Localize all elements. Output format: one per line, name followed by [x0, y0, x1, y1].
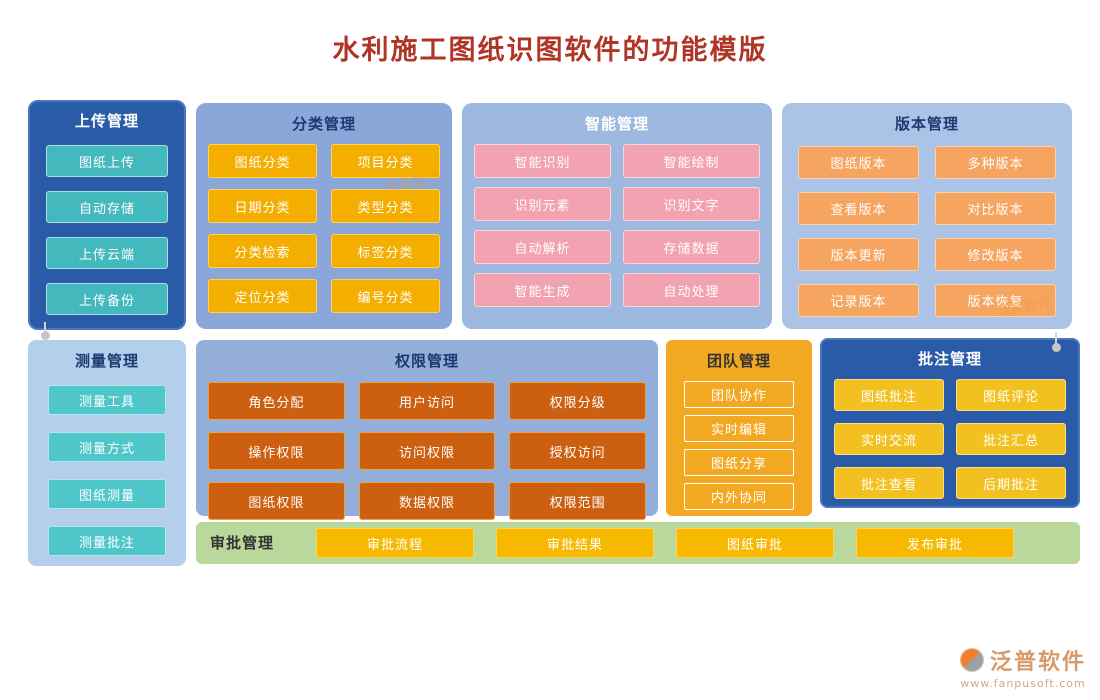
annotation-button[interactable]: 批注汇总 — [956, 423, 1066, 455]
classification-button[interactable]: 定位分类 — [208, 279, 317, 313]
team-button[interactable]: 团队协作 — [684, 381, 794, 408]
smart-button[interactable]: 识别文字 — [623, 187, 760, 221]
version-button-grid: 图纸版本 多种版本 查看版本 对比版本 版本更新 修改版本 记录版本 版本恢复 — [782, 132, 1072, 317]
panel-team-management: 团队管理 团队协作 实时编辑 图纸分享 内外协同 — [666, 340, 812, 516]
team-button[interactable]: 图纸分享 — [684, 449, 794, 476]
footer-brand-block: 泛普软件 www.fanpusoft.com — [959, 644, 1086, 690]
measurement-button-list: 测量工具 测量方式 图纸测量 测量批注 — [28, 369, 186, 556]
panel-permission-management: 权限管理 角色分配 用户访问 权限分级 操作权限 访问权限 授权访问 图纸权限 … — [196, 340, 658, 520]
measurement-button[interactable]: 测量工具 — [48, 385, 166, 415]
classification-button[interactable]: 图纸分类 — [208, 144, 317, 178]
upload-button[interactable]: 上传备份 — [46, 283, 168, 315]
permission-button[interactable]: 权限分级 — [509, 382, 646, 420]
measurement-panel-title: 测量管理 — [74, 352, 139, 370]
classification-button[interactable]: 标签分类 — [331, 234, 440, 268]
team-button[interactable]: 内外协同 — [684, 483, 794, 510]
upload-panel-title: 上传管理 — [74, 112, 139, 130]
permission-button-grid: 角色分配 用户访问 权限分级 操作权限 访问权限 授权访问 图纸权限 数据权限 … — [196, 369, 658, 520]
team-panel-title: 团队管理 — [706, 352, 771, 370]
approval-button[interactable]: 审批结果 — [496, 528, 655, 558]
version-button[interactable]: 图纸版本 — [798, 146, 919, 179]
version-button[interactable]: 记录版本 — [798, 284, 919, 317]
smart-button[interactable]: 识别元素 — [474, 187, 611, 221]
smart-panel-title: 智能管理 — [584, 115, 649, 133]
brand-name: 泛普软件 — [989, 650, 1086, 675]
brand-url: www.fanpusoft.com — [960, 677, 1086, 690]
smart-button[interactable]: 智能识别 — [474, 144, 611, 178]
annotation-button[interactable]: 实时交流 — [834, 423, 944, 455]
approval-button-row: 审批流程 审批结果 图纸审批 发布审批 — [316, 528, 1015, 558]
page-title: 水利施工图纸识图软件的功能模版 — [332, 35, 768, 66]
panel-classification-management: 分类管理 图纸分类 项目分类 日期分类 类型分类 分类检索 标签分类 定位分类 … — [196, 103, 452, 329]
version-panel-title: 版本管理 — [894, 115, 959, 133]
classification-button-grid: 图纸分类 项目分类 日期分类 类型分类 分类检索 标签分类 定位分类 编号分类 — [196, 132, 452, 313]
approval-panel-title: 审批管理 — [210, 533, 275, 552]
annotation-button[interactable]: 图纸批注 — [834, 379, 944, 411]
permission-button[interactable]: 操作权限 — [208, 432, 345, 470]
version-button[interactable]: 版本恢复 — [935, 284, 1056, 317]
classification-panel-title: 分类管理 — [291, 115, 356, 133]
team-button-list: 团队协作 实时编辑 图纸分享 内外协同 — [666, 369, 812, 510]
connector-dot — [41, 331, 50, 340]
panel-approval-management: 审批管理 审批流程 审批结果 图纸审批 发布审批 — [196, 522, 1080, 564]
annotation-button[interactable]: 批注查看 — [834, 467, 944, 499]
annotation-button-grid: 图纸批注 图纸评论 实时交流 批注汇总 批注查看 后期批注 — [820, 367, 1080, 499]
classification-button[interactable]: 编号分类 — [331, 279, 440, 313]
upload-button-list: 图纸上传 自动存储 上传云端 上传备份 — [28, 129, 186, 315]
permission-button[interactable]: 访问权限 — [358, 432, 496, 470]
classification-button[interactable]: 类型分类 — [331, 189, 440, 223]
measurement-button[interactable]: 图纸测量 — [48, 479, 166, 509]
annotation-panel-title: 批注管理 — [917, 350, 982, 368]
upload-button[interactable]: 自动存储 — [46, 191, 168, 223]
classification-button[interactable]: 日期分类 — [208, 189, 317, 223]
smart-button[interactable]: 自动解析 — [474, 230, 611, 264]
upload-button[interactable]: 上传云端 — [46, 237, 168, 269]
permission-button[interactable]: 数据权限 — [358, 482, 496, 520]
smart-button[interactable]: 存储数据 — [623, 230, 760, 264]
version-button[interactable]: 多种版本 — [935, 146, 1056, 179]
classification-button[interactable]: 项目分类 — [331, 144, 440, 178]
panel-version-management: 版本管理 图纸版本 多种版本 查看版本 对比版本 版本更新 修改版本 记录版本 … — [782, 103, 1072, 329]
approval-button[interactable]: 图纸审批 — [676, 528, 835, 558]
annotation-button[interactable]: 图纸评论 — [956, 379, 1066, 411]
version-button[interactable]: 查看版本 — [798, 192, 919, 225]
upload-button[interactable]: 图纸上传 — [46, 145, 168, 177]
permission-button[interactable]: 权限范围 — [509, 482, 646, 520]
measurement-button[interactable]: 测量批注 — [48, 526, 166, 556]
team-button[interactable]: 实时编辑 — [684, 415, 794, 442]
permission-button[interactable]: 用户访问 — [358, 382, 496, 420]
panel-smart-management: 智能管理 智能识别 智能绘制 识别元素 识别文字 自动解析 存储数据 智能生成 … — [462, 103, 772, 329]
version-button[interactable]: 修改版本 — [935, 238, 1056, 271]
smart-button[interactable]: 智能绘制 — [623, 144, 760, 178]
smart-button-grid: 智能识别 智能绘制 识别元素 识别文字 自动解析 存储数据 智能生成 自动处理 — [462, 132, 772, 307]
panel-upload-management: 上传管理 图纸上传 自动存储 上传云端 上传备份 — [28, 100, 186, 330]
smart-button[interactable]: 智能生成 — [474, 273, 611, 307]
permission-button[interactable]: 角色分配 — [208, 382, 345, 420]
panel-measurement-management: 测量管理 测量工具 测量方式 图纸测量 测量批注 — [28, 340, 186, 566]
classification-button[interactable]: 分类检索 — [208, 234, 317, 268]
fanpu-logo-icon — [959, 648, 984, 672]
approval-button[interactable]: 审批流程 — [316, 528, 475, 558]
smart-button[interactable]: 自动处理 — [623, 273, 760, 307]
panel-annotation-management: 批注管理 图纸批注 图纸评论 实时交流 批注汇总 批注查看 后期批注 — [820, 338, 1080, 508]
permission-panel-title: 权限管理 — [394, 352, 459, 370]
permission-button[interactable]: 图纸权限 — [208, 482, 345, 520]
permission-button[interactable]: 授权访问 — [509, 432, 646, 470]
approval-button[interactable]: 发布审批 — [856, 528, 1015, 558]
measurement-button[interactable]: 测量方式 — [48, 432, 166, 462]
connector-line — [1055, 332, 1057, 344]
version-button[interactable]: 对比版本 — [935, 192, 1056, 225]
version-button[interactable]: 版本更新 — [798, 238, 919, 271]
connector-line — [44, 322, 46, 332]
annotation-button[interactable]: 后期批注 — [956, 467, 1066, 499]
connector-dot — [1052, 343, 1061, 352]
